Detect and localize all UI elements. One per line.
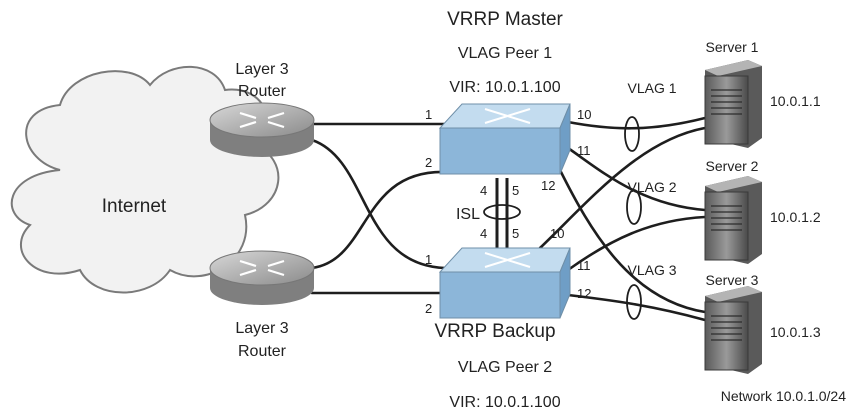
port-label: 5 (512, 226, 519, 241)
port-label: 2 (425, 155, 432, 170)
port-label: 4 (480, 226, 487, 241)
router-top: Layer 3 Router (209, 61, 315, 157)
vlag2-ellipse (626, 189, 642, 225)
switch-cross-icon (484, 108, 531, 124)
network-label: Network 10.0.1.0/24 (721, 388, 847, 404)
port-label: 12 (541, 178, 555, 193)
switch-vlag-peer2 (438, 247, 571, 319)
port-label: 1 (425, 252, 432, 267)
vlag2-label: VLAG 2 (627, 179, 676, 195)
link-sw1-p11-server2 (566, 146, 707, 212)
vrrp-backup-title: VRRP Backup (434, 321, 555, 342)
server-drive-bays-icon (711, 205, 742, 231)
vlag3-label: VLAG 3 (627, 262, 676, 278)
port-label: 11 (577, 258, 591, 273)
port-label: 11 (577, 143, 591, 158)
link-sw1-p10-server1 (566, 116, 707, 130)
router-top-label-line1: Layer 3 (235, 61, 288, 78)
link-sw2-p10-server1 (538, 126, 707, 250)
port-label: 10 (550, 226, 564, 241)
switch-vlag-peer1 (438, 103, 571, 175)
link-sw2-p12-server3 (566, 293, 707, 322)
link-sw2-p11-server2 (566, 215, 707, 272)
vir-top-label: VIR: 10.0.1.100 (449, 79, 560, 96)
router-bottom: Layer 3 Router (209, 250, 315, 360)
link-router1-switch2-p1 (310, 138, 447, 270)
port-label: 12 (577, 286, 591, 301)
server3-ip: 10.0.1.3 (770, 324, 821, 340)
port-label: 1 (425, 107, 432, 122)
port-labels: 1 2 4 5 10 11 12 1 2 4 5 10 11 12 (425, 107, 591, 316)
vlag1-ellipse (624, 116, 640, 152)
vlag-peer2-title: VLAG Peer 2 (458, 359, 552, 376)
link-router2-switch1-p2 (310, 170, 447, 270)
port-label: 4 (480, 183, 487, 198)
server2-name: Server 2 (706, 158, 759, 174)
network-links (310, 116, 707, 322)
server3-name: Server 3 (706, 272, 759, 288)
port-label: 2 (425, 301, 432, 316)
vlag1-label: VLAG 1 (627, 80, 676, 96)
port-label: 5 (512, 183, 519, 198)
server1: Server 1 10.0.1.1 (704, 39, 821, 148)
server2-ip: 10.0.1.2 (770, 209, 821, 225)
internet-label: Internet (102, 196, 167, 217)
server2: Server 2 10.0.1.2 (704, 158, 821, 264)
vir-bottom-label: VIR: 10.0.1.100 (449, 394, 560, 411)
router-bottom-label-line2: Router (238, 343, 287, 360)
server-drive-bays-icon (711, 89, 742, 115)
router-arrows-icon (239, 259, 285, 277)
vrrp-master-title: VRRP Master (447, 9, 563, 30)
switch-cross-icon (484, 252, 531, 268)
router-bottom-label-line1: Layer 3 (235, 320, 288, 337)
router-top-label-line2: Router (238, 83, 287, 100)
isl-lag-ellipse (483, 204, 521, 220)
server3: Server 3 10.0.1.3 (704, 272, 821, 374)
link-sw1-p12-server3 (558, 168, 707, 314)
server1-ip: 10.0.1.1 (770, 93, 821, 109)
server-drive-bays-icon (711, 315, 742, 341)
server1-name: Server 1 (706, 39, 759, 55)
vlag3-ellipse (626, 284, 642, 320)
router-arrows-icon (239, 111, 285, 129)
vlag-peer1-title: VLAG Peer 1 (458, 45, 552, 62)
isl-label: ISL (456, 206, 480, 223)
port-label: 10 (577, 107, 591, 122)
